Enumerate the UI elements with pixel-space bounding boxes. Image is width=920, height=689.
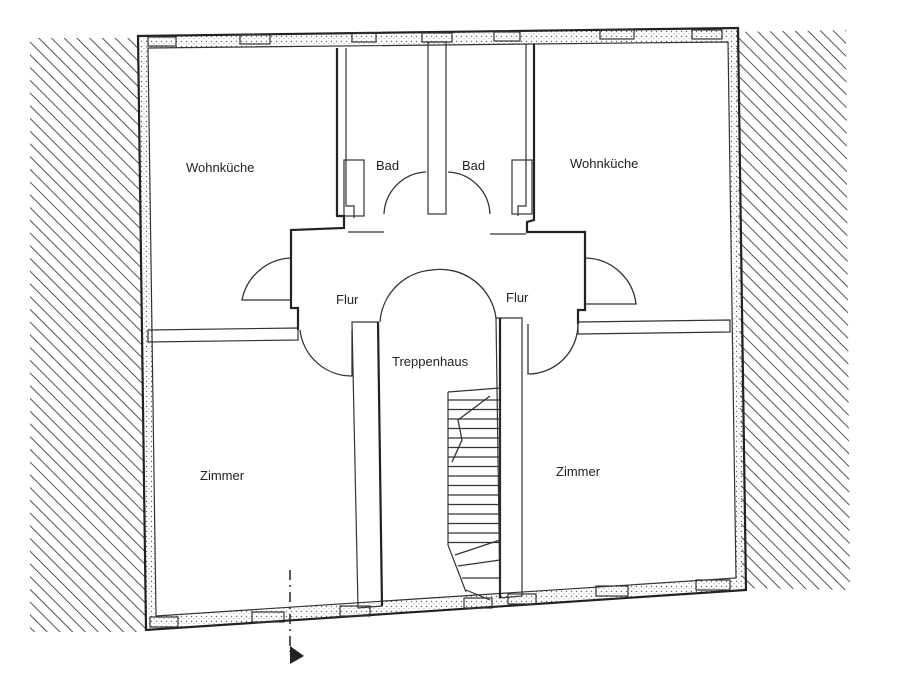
room-label-zimmer-left: Zimmer — [200, 468, 245, 483]
room-label-wohnkueche-left: Wohnküche — [186, 160, 254, 175]
outer-wall — [136, 26, 748, 632]
room-label-bad-left: Bad — [376, 158, 399, 173]
stair-winder — [465, 589, 491, 601]
room-label-treppenhaus: Treppenhaus — [392, 354, 469, 369]
section-marker — [289, 570, 304, 664]
stair-winder — [457, 559, 501, 567]
room-label-flur-right: Flur — [506, 290, 529, 305]
room-label-zimmer-right: Zimmer — [556, 464, 601, 479]
room-label-wohnkueche-right: Wohnküche — [570, 156, 638, 171]
hatched-wall-right — [736, 30, 850, 590]
staircase — [447, 387, 501, 601]
room-label-flur-left: Flur — [336, 292, 359, 307]
door-swings — [241, 171, 637, 377]
room-label-bad-right: Bad — [462, 158, 485, 173]
hatched-wall-left — [30, 38, 146, 632]
stair-winder — [454, 539, 501, 556]
